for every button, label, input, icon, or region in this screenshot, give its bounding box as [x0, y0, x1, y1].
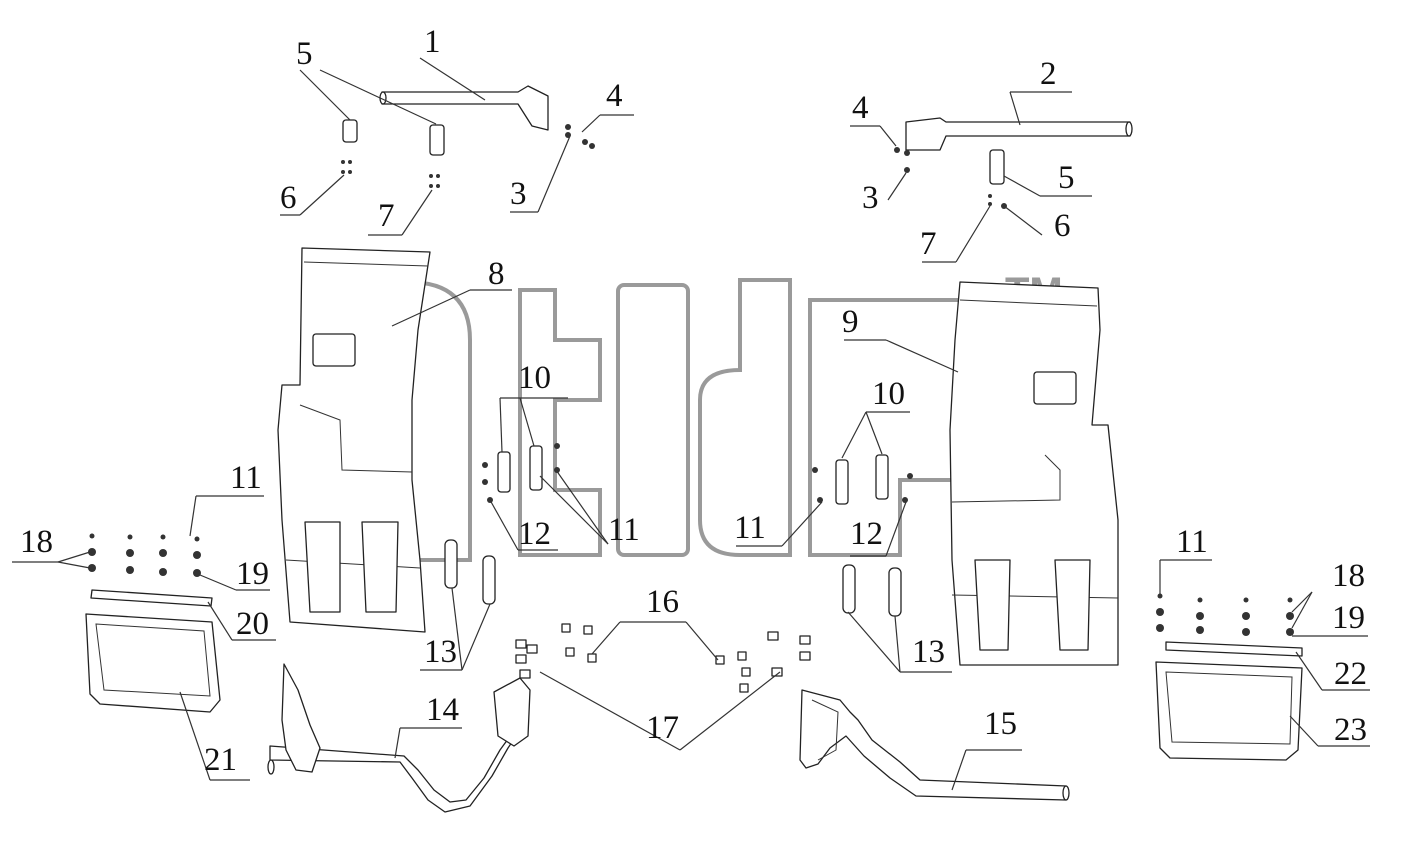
part-5-clamp-right — [989, 149, 1005, 185]
callout-21: 21 — [204, 742, 237, 778]
fasteners-16-17 — [515, 623, 811, 693]
callout-11-centre-right: 11 — [734, 510, 766, 546]
callout-18-right: 18 — [1332, 558, 1365, 594]
callout-3-left: 3 — [510, 176, 527, 212]
callout-20: 20 — [236, 606, 269, 642]
callout-22: 22 — [1334, 656, 1367, 692]
callout-11-centre-left: 11 — [608, 512, 640, 548]
callout-5-right: 5 — [1058, 160, 1075, 196]
callout-10-left: 10 — [518, 360, 551, 396]
callout-10-right: 10 — [872, 376, 905, 412]
part-23-mudflap — [1155, 661, 1303, 761]
fasteners-left-top — [341, 124, 595, 188]
callout-11-far-right: 11 — [1176, 524, 1208, 560]
callout-7-right: 7 — [920, 226, 937, 262]
callout-12-right: 12 — [850, 516, 883, 552]
part-14-step-bar — [267, 663, 531, 813]
callout-4-left: 4 — [606, 78, 623, 114]
part-2-bracket-bar — [905, 117, 1133, 151]
part-13-straps-left — [444, 539, 496, 605]
part-10-hinges-right — [812, 454, 913, 505]
leader-lines — [12, 57, 1370, 791]
callout-13-left: 13 — [424, 634, 457, 670]
callout-13-right: 13 — [912, 634, 945, 670]
part-5-clamps-left — [342, 119, 445, 156]
callout-11-far-left: 11 — [230, 460, 262, 496]
callout-19-left: 19 — [236, 556, 269, 592]
part-13-straps-right — [842, 564, 902, 617]
part-1-bracket-bar — [379, 85, 549, 131]
callout-14: 14 — [426, 692, 459, 728]
callout-6-left: 6 — [280, 180, 297, 216]
callout-6-right: 6 — [1054, 208, 1071, 244]
part-9-right-fender — [949, 281, 1119, 666]
callout-9: 9 — [842, 304, 859, 340]
part-10-hinges-left — [482, 443, 560, 503]
callout-12-left: 12 — [518, 516, 551, 552]
callout-16: 16 — [646, 584, 679, 620]
callout-2: 2 — [1040, 56, 1057, 92]
callout-8: 8 — [488, 256, 505, 292]
callout-18-left: 18 — [20, 524, 53, 560]
callout-7-left: 7 — [378, 198, 395, 234]
callout-4-right: 4 — [852, 90, 869, 126]
part-21-mudflap — [85, 613, 221, 713]
callout-15: 15 — [984, 706, 1017, 742]
callout-numbers: 1 2 3 3 4 4 5 5 6 6 7 7 8 9 10 10 11 11 … — [20, 24, 1367, 778]
callout-5-left: 5 — [296, 36, 313, 72]
callout-23: 23 — [1334, 712, 1367, 748]
fasteners-18-19-left — [88, 533, 201, 577]
part-22-strip — [1165, 641, 1303, 657]
callout-19-right: 19 — [1332, 600, 1365, 636]
callout-3-right: 3 — [862, 180, 879, 216]
callout-1: 1 — [424, 24, 441, 60]
part-8-left-fender — [277, 247, 431, 633]
part-15-step-bar — [799, 689, 1070, 801]
part-20-strip — [90, 589, 213, 607]
callout-17: 17 — [646, 710, 679, 746]
fasteners-18-19-right — [1156, 593, 1294, 636]
